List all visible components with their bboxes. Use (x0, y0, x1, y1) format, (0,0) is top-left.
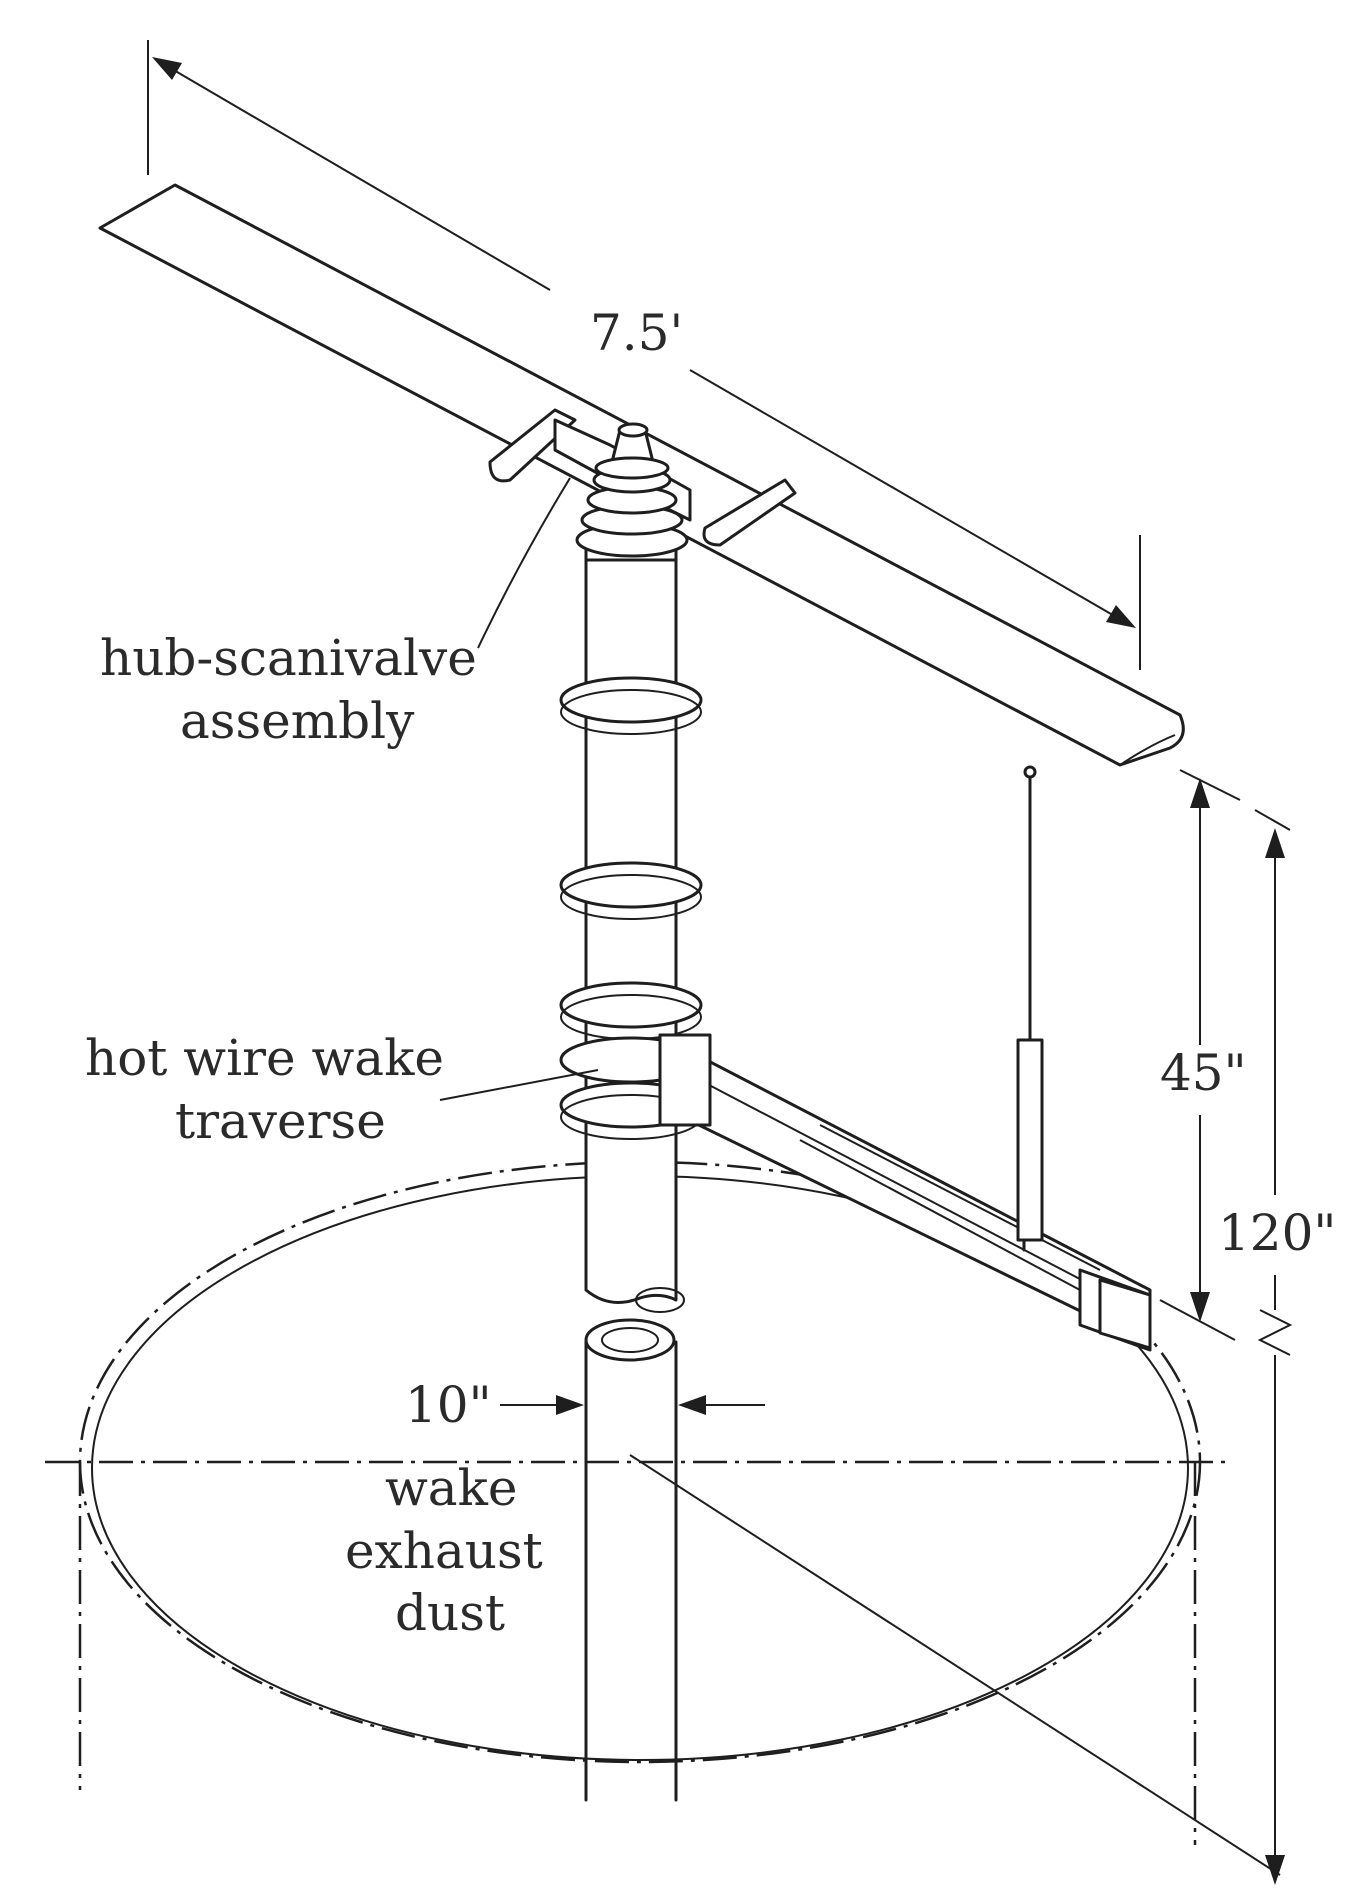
traverse-label-line1: hot wire wake (85, 1029, 444, 1087)
hot-wire-probe (1016, 765, 1044, 1252)
span-label: 7.5' (590, 304, 683, 362)
leader-lines (439, 477, 599, 1101)
duct-label-line3: dust (395, 1584, 505, 1642)
duct-extension-lines (78, 1462, 1197, 1845)
duct-label-line1: wake (385, 1459, 518, 1517)
lower-mast (584, 1318, 678, 1802)
diameter-label: 10" (405, 1376, 492, 1434)
duct-label-line2: exhaust (345, 1522, 543, 1580)
radius-line (629, 1454, 1281, 1876)
hub-label-line2: assembly (180, 692, 415, 750)
height-dimensions (1159, 769, 1293, 1885)
span-dimension (147, 40, 1141, 670)
traverse-label-line2: traverse (175, 1092, 386, 1150)
upper-mast (584, 548, 685, 1313)
diameter-dimension (500, 1395, 765, 1415)
hub-label-line1: hub-scanivalve (100, 629, 477, 687)
height-45-label: 45" (1160, 1044, 1247, 1102)
height-120-label: 120" (1218, 1204, 1336, 1262)
traverse-arm (658, 1033, 1152, 1352)
hub-assembly (575, 422, 689, 562)
